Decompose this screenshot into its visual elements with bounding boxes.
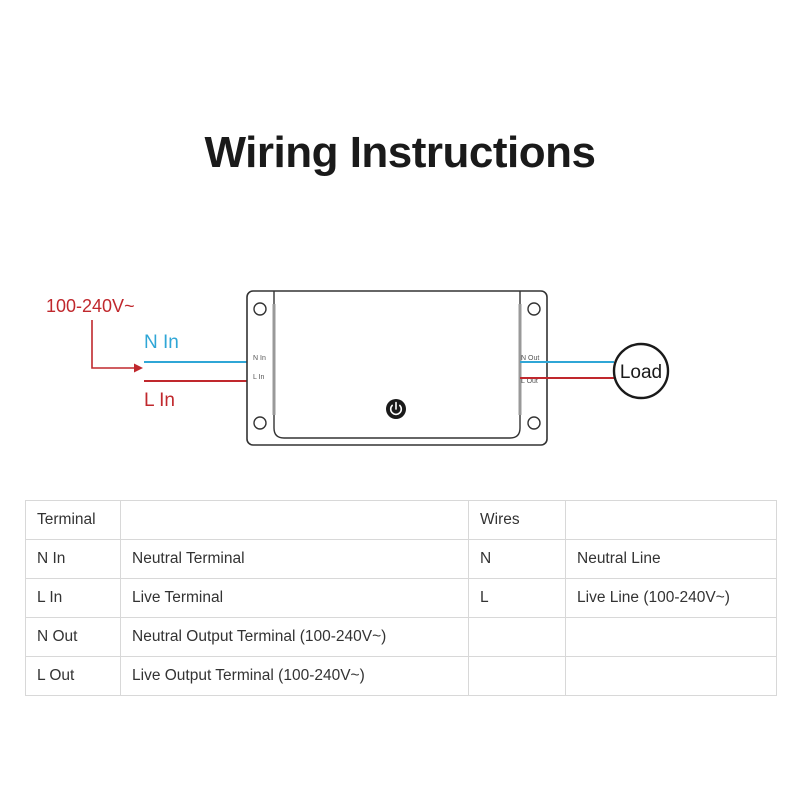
table-row: L Out Live Output Terminal (100-240V~) xyxy=(25,656,777,696)
load-circle-icon xyxy=(612,342,670,400)
table-row: L In Live Terminal L Live Line (100-240V… xyxy=(25,578,777,618)
table-cell: Neutral Output Terminal (100-240V~) xyxy=(120,617,469,657)
n-out-terminal-label: N Out xyxy=(521,355,539,362)
table-cell: N Out xyxy=(25,617,121,657)
terminal-table: Terminal Wires N In Neutral Terminal N N… xyxy=(25,500,777,696)
table-cell: L In xyxy=(25,578,121,618)
supply-arrow-line xyxy=(91,320,138,369)
load-label: Load xyxy=(620,362,662,383)
table-cell: L Out xyxy=(25,656,121,696)
power-button-icon xyxy=(386,399,406,419)
table-cell xyxy=(120,500,469,540)
table-cell xyxy=(565,656,777,696)
table-cell: Live Terminal xyxy=(120,578,469,618)
n-in-wire-label: N In xyxy=(144,332,179,353)
table-cell: Wires xyxy=(468,500,566,540)
wiring-diagram-svg: 100-240V~ N In L In N In L xyxy=(46,290,670,446)
mounting-hole-icon xyxy=(527,416,541,430)
table-cell xyxy=(565,617,777,657)
mounting-hole-icon xyxy=(253,416,267,430)
table-row: N Out Neutral Output Terminal (100-240V~… xyxy=(25,617,777,657)
smart-switch-device: N In L In N Out L Out xyxy=(246,290,548,446)
table-cell: Live Line (100-240V~) xyxy=(565,578,777,618)
table-header-row: Terminal Wires xyxy=(25,500,777,540)
n-in-terminal-label: N In xyxy=(253,355,266,362)
table-cell: Neutral Terminal xyxy=(120,539,469,579)
table-cell: Live Output Terminal (100-240V~) xyxy=(120,656,469,696)
table-cell xyxy=(565,500,777,540)
table-cell: Neutral Line xyxy=(565,539,777,579)
supply-arrow-head-icon xyxy=(134,363,143,373)
table-cell: N xyxy=(468,539,566,579)
wiring-diagram: 100-240V~ N In L In N In L xyxy=(0,270,800,470)
device-cover-outline xyxy=(273,291,521,439)
mounting-hole-icon xyxy=(527,302,541,316)
table-cell xyxy=(468,656,566,696)
l-in-wire-label: L In xyxy=(144,390,175,411)
table-cell xyxy=(468,617,566,657)
mounting-hole-icon xyxy=(253,302,267,316)
table-cell: L xyxy=(468,578,566,618)
page-title: Wiring Instructions xyxy=(204,128,597,177)
supply-voltage-label: 100-240V~ xyxy=(46,296,135,316)
device-housing xyxy=(246,290,548,446)
l-in-terminal-label: L In xyxy=(253,374,265,381)
l-out-terminal-label: L Out xyxy=(521,378,538,385)
table-row: N In Neutral Terminal N Neutral Line xyxy=(25,539,777,579)
table-cell: Terminal xyxy=(25,500,121,540)
table-cell: N In xyxy=(25,539,121,579)
